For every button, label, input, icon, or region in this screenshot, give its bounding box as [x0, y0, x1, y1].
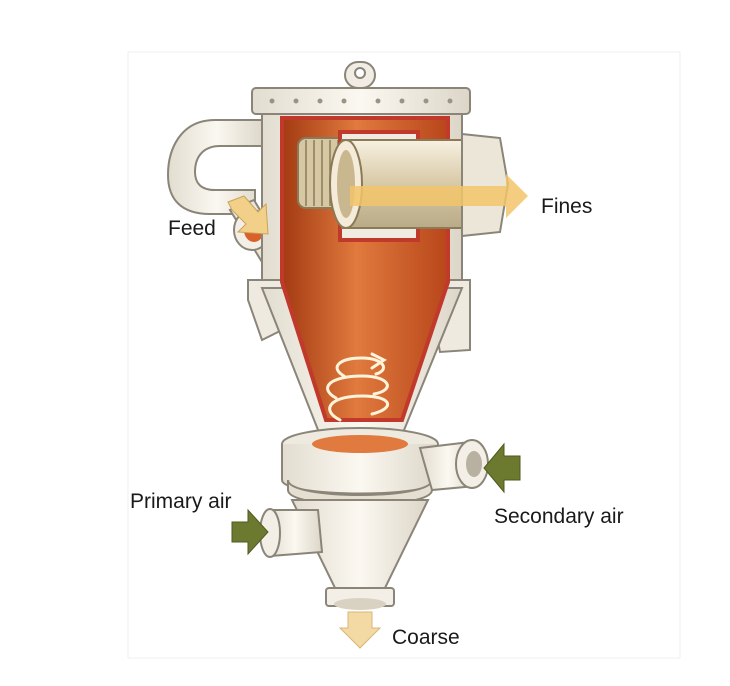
top-cover-flange: [251, 87, 471, 115]
coarse-discharge-flange: [325, 587, 395, 610]
secondary-air-inlet-pipe: [418, 439, 489, 492]
secondary-air-label: Secondary air: [494, 505, 624, 528]
fines-outlet-pipe: [329, 132, 510, 238]
lifting-lug: [344, 61, 376, 89]
lower-chamber-ring: [281, 427, 439, 506]
fines-arrow-icon: [350, 174, 528, 218]
primary-air-arrow-icon: [231, 508, 269, 556]
vortex-spiral-icon: [326, 352, 390, 422]
primary-air-inlet-pipe: [259, 508, 324, 558]
fines-label: Fines: [541, 195, 593, 218]
coarse-label: Coarse: [392, 626, 460, 649]
coarse-arrow-icon: [338, 611, 382, 649]
primary-air-label: Primary air: [130, 490, 232, 513]
feed-arrow-icon: [227, 195, 269, 235]
feed-label: Feed: [168, 217, 216, 240]
secondary-air-arrow-icon: [483, 442, 521, 494]
